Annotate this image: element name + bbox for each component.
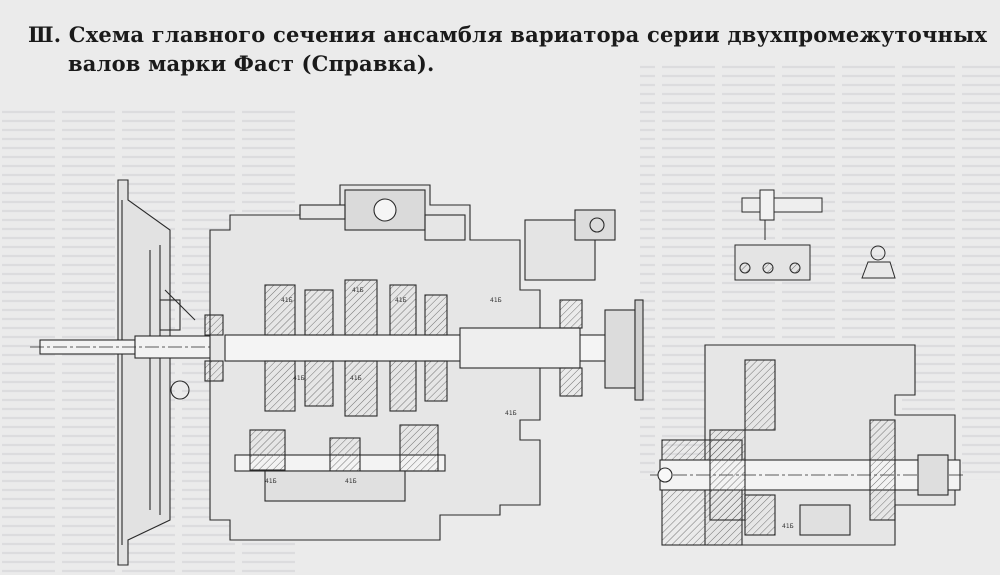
part-label: 41Б [345, 478, 357, 485]
snap-ring-detail [861, 245, 896, 279]
part-label: 41Б [293, 375, 305, 382]
lower-gears [264, 360, 448, 417]
title-line-2: валов марки Фаст (Справка). [68, 51, 435, 76]
front-bearing [204, 314, 224, 382]
clutch-housing [117, 179, 171, 566]
output-flange [604, 309, 636, 389]
shift-fork-detail [734, 189, 823, 281]
part-label: 41Б [395, 297, 407, 304]
main-gearbox-section [30, 179, 644, 566]
part-label: 41Б [505, 410, 517, 417]
title-line-1: Ⅲ. Схема главного сечения ансамбля вариа… [28, 22, 988, 47]
part-label: 41Б [782, 523, 794, 530]
drain-plug [170, 380, 190, 400]
input-shaft [30, 335, 640, 359]
rear-bearing [559, 299, 583, 397]
page-title: Ⅲ. Схема главного сечения ансамбля вариа… [28, 20, 988, 78]
part-label: 41Б [281, 297, 293, 304]
part-label: 41Б [490, 297, 502, 304]
part-label: 41Б [265, 478, 277, 485]
main-part-labels: 41Б 41Б 41Б 41Б 41Б 41Б 41Б 41Б 41Б [265, 287, 517, 485]
part-label: 41Б [350, 375, 362, 382]
upper-gears [264, 279, 448, 336]
rear-auxiliary-section [650, 344, 965, 546]
part-label: 41Б [352, 287, 364, 294]
